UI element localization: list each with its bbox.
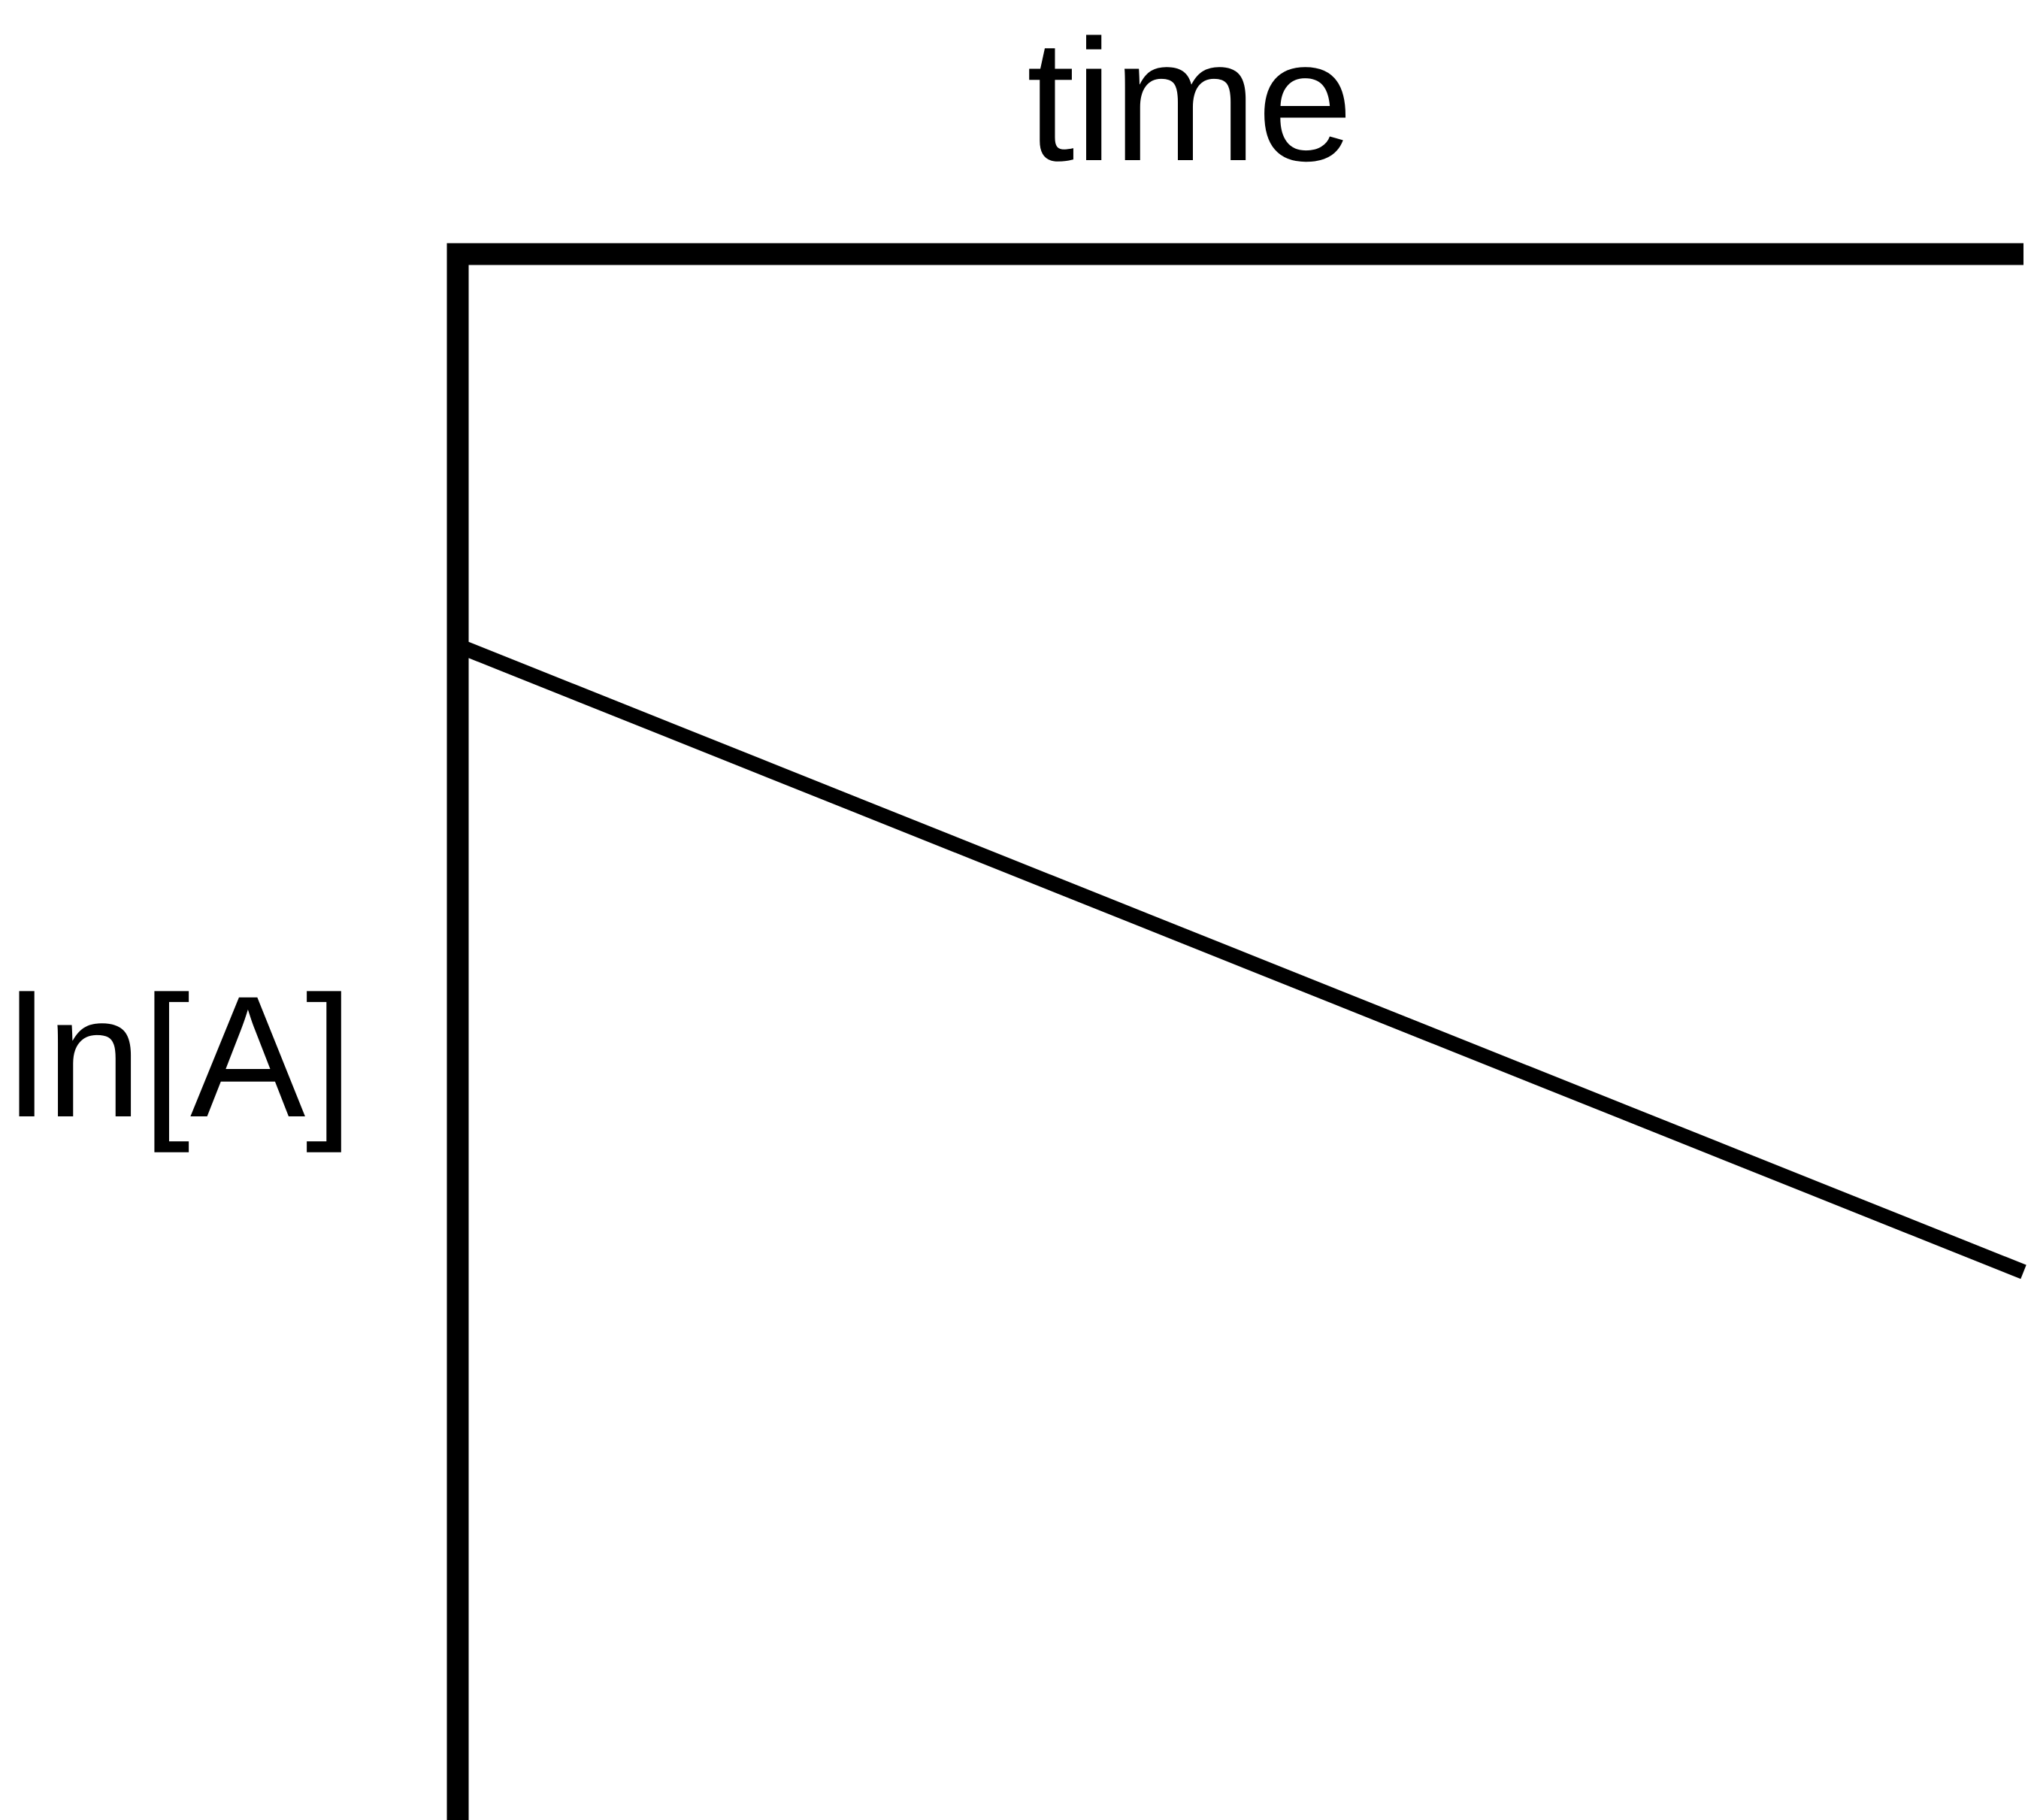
axes — [446, 243, 2023, 1820]
series-line-1 — [455, 638, 2026, 1279]
y-axis-label: ln[A] — [8, 960, 353, 1153]
x-axis-label: time — [1027, 4, 1354, 197]
series-layer — [455, 638, 2026, 1279]
